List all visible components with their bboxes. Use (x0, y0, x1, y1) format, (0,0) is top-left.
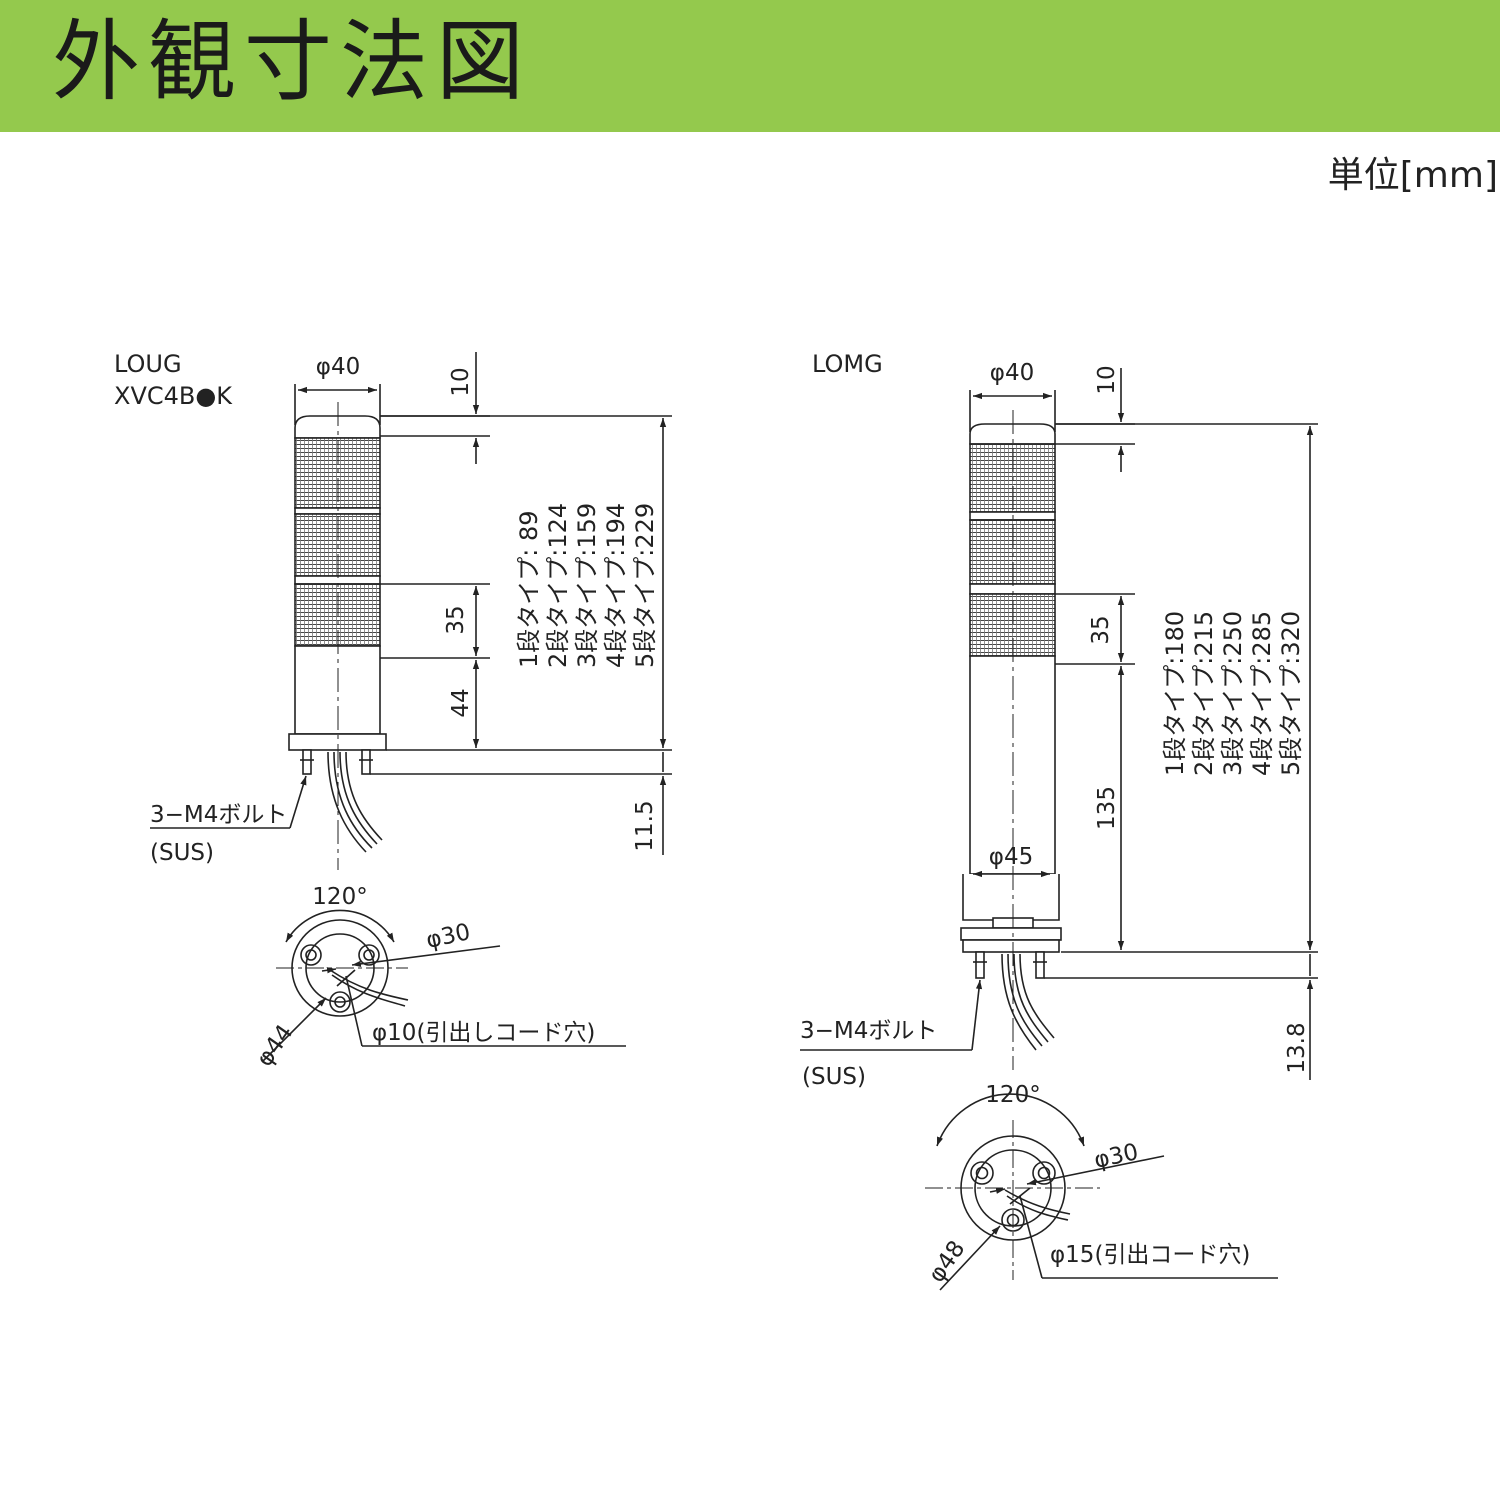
right-cap (969, 423, 1056, 445)
right-height-3: 3段タイプ:250 (1219, 611, 1247, 776)
page-title: 外観寸法図 (52, 10, 533, 113)
left-pcd: φ30 (424, 919, 473, 954)
right-cord-hole: φ15(引出コード穴) (1050, 1242, 1250, 1268)
left-bottom-view: 120° φ30 φ44 φ10(引出しコード穴) (252, 884, 626, 1071)
left-dia-top: φ40 (316, 354, 360, 380)
left-model-line2: XVC4B●K (114, 382, 233, 410)
left-dim-tier: 35 (443, 605, 469, 634)
right-height-list: 1段タイプ:180 2段タイプ:215 3段タイプ:250 4段タイプ:285 … (1161, 611, 1305, 776)
right-dim-bottom: 13.8 (1284, 1022, 1310, 1073)
right-drawing: LOMG φ40 φ45 (800, 350, 1318, 1291)
left-height-3: 3段タイプ:159 (573, 503, 601, 668)
left-bolt-material: (SUS) (150, 840, 214, 866)
left-bolt-label: 3−M4ボルト (150, 802, 287, 828)
right-bottom-view: 120° φ30 φ48 φ15(引出コード穴) (924, 1082, 1278, 1291)
right-dim-cap: 10 (1094, 365, 1120, 394)
right-height-4: 4段タイプ:285 (1248, 611, 1276, 776)
left-base-dia: φ44 (252, 1020, 299, 1071)
right-dim-tier: 35 (1088, 615, 1114, 644)
left-height-list: 1段タイプ: 89 2段タイプ:124 3段タイプ:159 4段タイプ:194 … (515, 503, 659, 668)
right-model: LOMG (812, 350, 883, 378)
right-base-flange (962, 939, 1060, 953)
left-drawing: LOUG XVC4B●K φ40 10 (114, 350, 672, 1071)
right-height-5: 5段タイプ:320 (1277, 611, 1305, 776)
left-angle: 120° (312, 884, 367, 910)
left-height-1: 1段タイプ: 89 (515, 510, 543, 668)
right-bolt-label: 3−M4ボルト (800, 1018, 937, 1044)
right-height-1: 1段タイプ:180 (1161, 611, 1189, 776)
left-dim-bottom: 11.5 (632, 800, 658, 851)
right-dim-pole: 135 (1094, 786, 1120, 830)
left-dim-base: 44 (448, 688, 474, 717)
right-base-dia: φ48 (924, 1236, 971, 1287)
right-dia-base: φ45 (989, 844, 1033, 870)
left-dim-cap: 10 (448, 367, 474, 396)
right-angle: 120° (985, 1082, 1040, 1108)
left-height-4: 4段タイプ:194 (602, 503, 630, 668)
left-height-5: 5段タイプ:229 (631, 503, 659, 668)
right-height-2: 2段タイプ:215 (1190, 611, 1218, 776)
left-model-line1: LOUG (114, 350, 182, 378)
left-cap (294, 415, 381, 439)
title-banner (0, 0, 1500, 132)
left-height-2: 2段タイプ:124 (544, 503, 572, 668)
right-bolt-material: (SUS) (802, 1064, 866, 1090)
unit-label: 単位[mm] (1327, 155, 1498, 196)
left-cord-hole: φ10(引出しコード穴) (372, 1020, 595, 1046)
right-dia-top: φ40 (990, 360, 1034, 386)
right-pcd: φ30 (1092, 1139, 1141, 1174)
